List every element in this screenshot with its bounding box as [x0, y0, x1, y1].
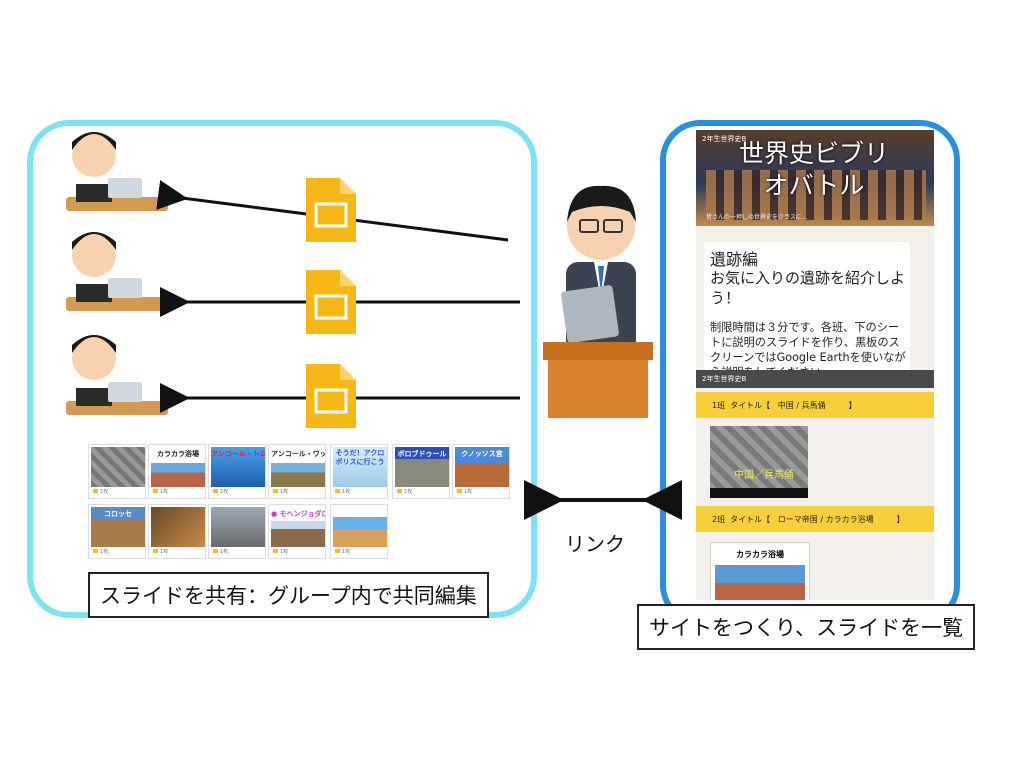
- teacher: [543, 185, 653, 418]
- thumbnail-header: [88, 432, 518, 442]
- site-card-text: 制限時間は３分です。各班、下のシートに説明のスライドを作り、黒板のスクリーンでは…: [710, 321, 906, 379]
- thumbnail[interactable]: そうだ！アクロポリスに行こう 1枚: [330, 444, 388, 499]
- thumbnail[interactable]: クノッソス宮 1枚: [452, 444, 510, 499]
- thumbnail[interactable]: 1枚: [330, 504, 388, 559]
- slides-icon-2: [306, 270, 356, 334]
- thumbnail[interactable]: アンコール・トム 1枚: [208, 444, 266, 499]
- link-label: リンク: [565, 532, 625, 556]
- site-screenshot: 2年生世界史B 世界史ビブリ オバトル 皆さんの一押しの世界史をクラスに… 遺跡…: [696, 130, 934, 600]
- thumbnail[interactable]: アンコール・ワット 1枚: [268, 444, 326, 499]
- site-hero-title: 世界史ビブリ オバトル: [738, 139, 889, 200]
- site-bar: 2年生世界史B: [696, 370, 934, 388]
- site-slide-1[interactable]: 中国／兵馬俑: [710, 426, 808, 498]
- site-card-body: お気に入りの遺跡を紹介しよう！: [710, 269, 906, 307]
- site-hero: 2年生世界史B 世界史ビブリ オバトル 皆さんの一押しの世界史をクラスに…: [696, 130, 934, 226]
- right-caption: サイトをつくり、スライドを一覧: [637, 604, 976, 650]
- site-hero-small: 2年生世界史B: [702, 135, 747, 143]
- student-2: [66, 232, 168, 311]
- thumbnail[interactable]: ● モヘンジョダロ 1枚: [268, 504, 326, 559]
- thumbnail[interactable]: カラカラ浴場 1枚: [148, 444, 206, 499]
- slides-icon-3: [306, 364, 356, 428]
- thumbnail[interactable]: 1枚: [88, 444, 146, 499]
- thumbnail[interactable]: コロッセ 1枚: [88, 504, 146, 559]
- site-row-2: 2班 タイトル【 ローマ帝国 / カラカラ浴場 】: [696, 506, 934, 532]
- site-hero-sub: 皆さんの一押しの世界史をクラスに…: [706, 214, 808, 221]
- slides-icon-1: [306, 178, 356, 242]
- student-3: [66, 335, 168, 415]
- site-card-heading: 遺跡編: [710, 250, 759, 269]
- site-card: 遺跡編 お気に入りの遺跡を紹介しよう！ 制限時間は３分です。各班、下のシートに説…: [704, 242, 910, 379]
- site-row-1: 1班 タイトル【 中国 / 兵馬俑 】: [696, 392, 934, 418]
- thumbnail[interactable]: 1枚: [148, 504, 206, 559]
- left-caption: スライドを共有：グループ内で共同編集: [88, 572, 489, 618]
- student-1: [66, 132, 168, 211]
- thumbnail[interactable]: ボロブドゥール 1枚: [392, 444, 450, 499]
- site-slide-2[interactable]: カラカラ浴場: [710, 542, 810, 600]
- thumbnail[interactable]: 1枚: [208, 504, 266, 559]
